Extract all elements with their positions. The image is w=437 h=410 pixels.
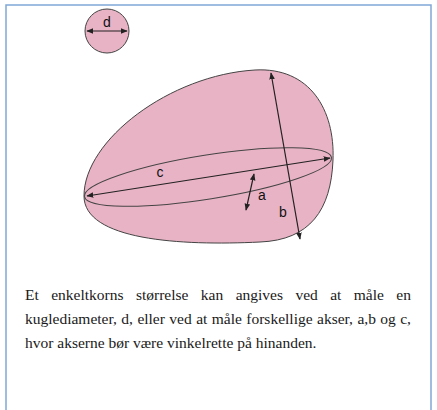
axis-label: c [157, 165, 164, 179]
axis-a-arrow [246, 174, 254, 210]
egg-grain [84, 70, 333, 243]
frame [6, 5, 431, 410]
egg-grain: c ab [84, 68, 334, 244]
caption: Et enkeltkorns størrelse kan angives ved… [25, 283, 411, 355]
axis-label: b [279, 205, 287, 219]
axis-ellipse [81, 136, 335, 219]
axis-b-arrow [271, 73, 300, 239]
sphere-grain [85, 9, 129, 53]
diameter-label: d [103, 15, 111, 29]
axis-c-arrow [87, 158, 330, 196]
axis-label: a [258, 188, 266, 202]
diameter-arrow [87, 30, 127, 31]
sphere-grain: d [85, 9, 129, 53]
